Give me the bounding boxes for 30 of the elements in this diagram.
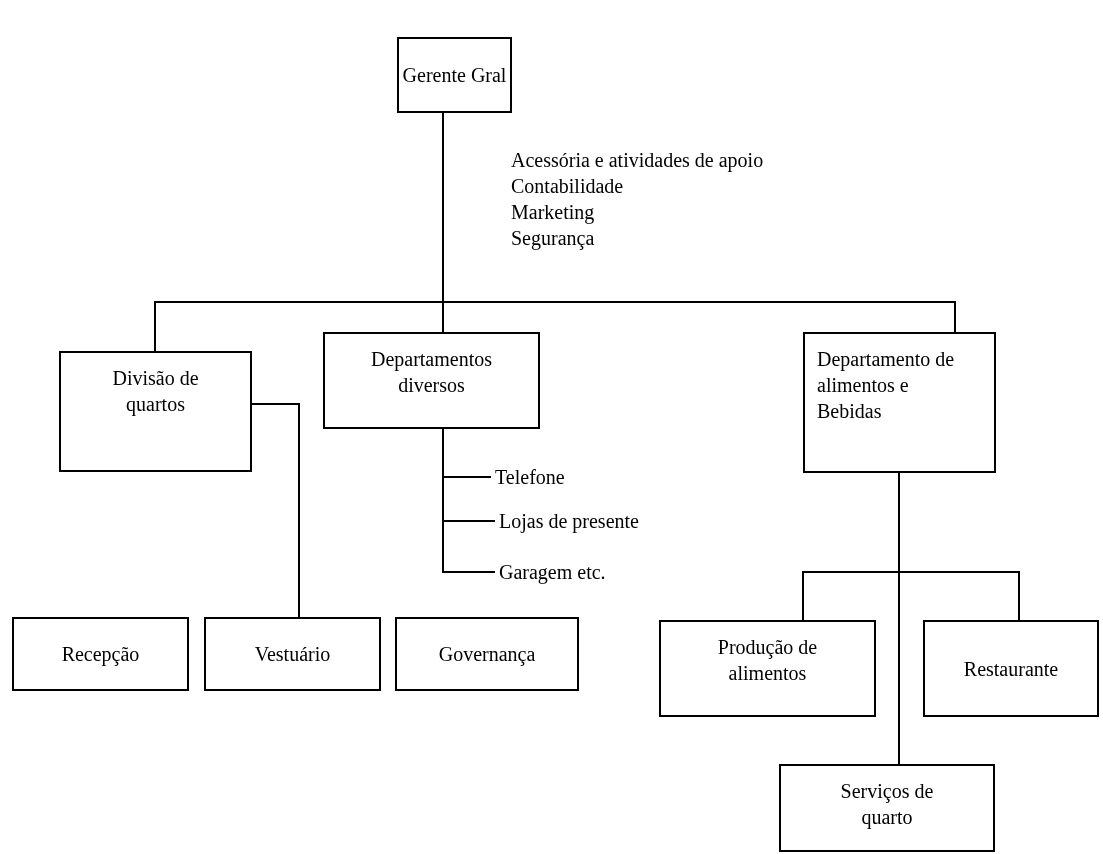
- org-box: [12, 617, 189, 691]
- org-box: [59, 351, 252, 472]
- box-label: Recepção: [60, 642, 141, 667]
- box-label: Restaurante: [962, 656, 1060, 682]
- box-label: Gerente Gral: [401, 63, 508, 88]
- unit-label: Telefone: [494, 465, 566, 490]
- function-note: Marketing: [511, 200, 595, 225]
- org-box: [659, 620, 876, 717]
- connector-line: [898, 472, 900, 765]
- box-label: Produção de alimentos: [716, 635, 819, 686]
- org-box: [779, 764, 995, 852]
- function-note: Contabilidade: [511, 174, 624, 199]
- box-label: Vestuário: [253, 642, 332, 667]
- connector-line: [251, 403, 300, 618]
- org-box: [204, 617, 381, 691]
- connector-line: [442, 428, 496, 573]
- org-box: [397, 37, 512, 113]
- box-label: Departamento de alimentos e Bebidas: [816, 347, 956, 424]
- org-box: [323, 332, 540, 429]
- box-label: Governança: [437, 642, 537, 667]
- function-note: Segurança: [511, 226, 595, 251]
- box-label: Departamentos diversos: [369, 347, 494, 398]
- unit-label: Garagem etc.: [498, 560, 607, 585]
- function-note: Acessória e atividades de apoio: [511, 148, 764, 173]
- box-label: Divisão de quartos: [111, 366, 200, 417]
- box-label: Serviços de quarto: [839, 779, 935, 830]
- org-box: [803, 332, 996, 473]
- unit-label: Lojas de presente: [498, 509, 640, 534]
- org-box: [923, 620, 1099, 717]
- org-box: [395, 617, 579, 691]
